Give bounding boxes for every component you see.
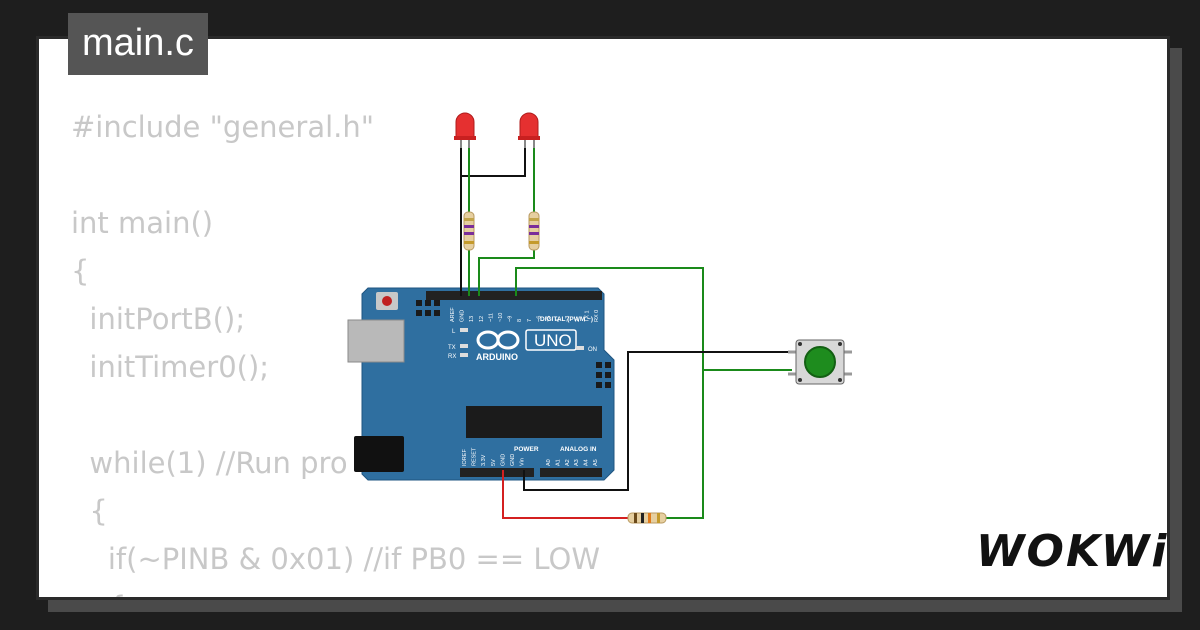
code-line: if(~PINB & 0x01) //if PB0 == LOW: [71, 542, 600, 576]
pin-label: AREF: [450, 307, 456, 322]
pin-label: GND: [510, 454, 516, 466]
power-header-label: POWER: [514, 446, 539, 453]
digital-header[interactable]: [426, 291, 602, 300]
pin-label: 8: [517, 319, 523, 322]
wire-red-5v: [502, 470, 630, 519]
pin-label: A5: [593, 459, 599, 466]
board-model: UNO: [534, 331, 572, 350]
pushbutton[interactable]: [788, 339, 852, 385]
pin-label: 4: [556, 319, 562, 322]
file-tab[interactable]: main.c: [68, 13, 208, 75]
pin-label: RX 0: [594, 310, 600, 322]
power-jack: [354, 436, 404, 472]
pin-label: 2: [575, 319, 581, 322]
pin-label: A3: [574, 459, 580, 466]
pin-label: ~6: [536, 316, 542, 322]
wire-green-led2: [478, 146, 535, 296]
wires: [460, 146, 792, 519]
power-header[interactable]: [460, 468, 534, 477]
pin-label: 3.3V: [481, 454, 487, 466]
analog-header-label: ANALOG IN: [560, 446, 597, 453]
pin-label: ~3: [565, 316, 571, 322]
pin-label: A1: [555, 459, 561, 466]
pin-label: 7: [527, 319, 533, 322]
usb-port: [347, 319, 405, 363]
pin-label: TX 1: [584, 310, 590, 322]
atmega-chip: [466, 406, 602, 438]
tx-label: TX: [448, 345, 456, 351]
pin-label: A2: [565, 459, 571, 466]
arduino-logo: [476, 329, 577, 351]
code-line: initPortB();: [71, 302, 246, 336]
code-line: {: [71, 254, 90, 288]
pin-label: 5V: [491, 459, 497, 466]
code-line: {: [71, 590, 126, 597]
pin-label: ~9: [508, 316, 514, 322]
code-editor: #include "general.h" int main() { initPo…: [71, 103, 600, 597]
digital-header-label: DIGITAL (PWM ~): [540, 316, 593, 323]
red-led-2[interactable]: [518, 112, 540, 148]
code-line: int main(): [71, 206, 214, 240]
pin-label: RESET: [472, 447, 478, 466]
analog-header[interactable]: [540, 468, 602, 477]
pin-label: A4: [584, 459, 590, 466]
pin-label: Vin: [520, 458, 526, 466]
pin-label: ~5: [546, 316, 552, 322]
resistor-pulldown[interactable]: [627, 512, 667, 524]
wokwi-logo: WOKWi: [976, 526, 1169, 577]
wire-green-resistor: [664, 370, 704, 519]
resistor-led1[interactable]: [463, 211, 475, 251]
pin-label: GND: [460, 310, 466, 322]
code-line: #include "general.h": [71, 110, 375, 144]
pin-label: 12: [479, 316, 485, 322]
code-line: while(1) //Run pro: [71, 446, 348, 480]
wire-green-pulldown: [702, 352, 792, 371]
pin-label: GND: [500, 454, 506, 466]
red-led-1[interactable]: [454, 112, 476, 148]
pin-label: A0: [546, 459, 552, 466]
code-line: {: [71, 494, 108, 528]
wire-black-button: [523, 351, 792, 491]
board-brand: ARDUINO: [476, 352, 518, 362]
resistor-led2[interactable]: [528, 211, 540, 251]
code-line: initTimer0();: [71, 350, 270, 384]
l-label: L: [452, 329, 456, 335]
pin-label: ~10: [498, 313, 504, 322]
on-label: ON: [588, 347, 597, 353]
pin-label: IOREF: [462, 449, 468, 466]
pin-label: ~11: [488, 313, 494, 322]
arduino-uno-board[interactable]: UNO ARDUINO DIGITAL (PWM ~) POWER ANALOG…: [347, 287, 615, 481]
pin-label: 13: [469, 316, 475, 322]
rx-label: RX: [448, 354, 456, 360]
wire-black-gnd: [460, 146, 526, 177]
